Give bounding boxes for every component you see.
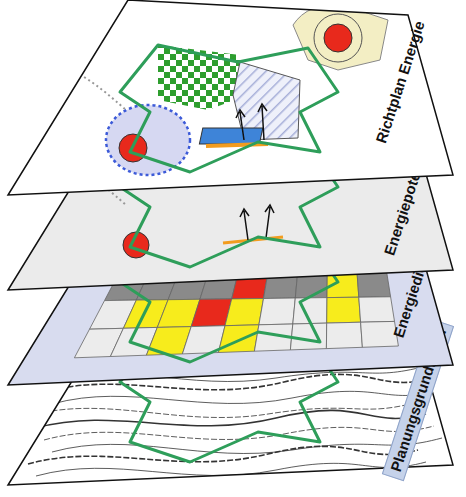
density-cell	[238, 245, 272, 272]
density-cell	[327, 297, 361, 323]
map-layer: Richtplan Energie	[8, 0, 458, 200]
density-cell	[135, 215, 176, 244]
density-cell	[273, 219, 303, 246]
solar-field	[199, 128, 262, 144]
density-cell	[290, 323, 326, 350]
density-cell	[359, 297, 395, 322]
contour-line	[28, 354, 418, 368]
layer-border	[8, 95, 453, 290]
contour-line	[36, 318, 426, 332]
density-cell	[209, 245, 245, 272]
density-cell	[268, 246, 300, 272]
density-cell	[259, 298, 295, 325]
layer-content	[48, 123, 340, 267]
dotted-line	[48, 155, 126, 205]
density-cell	[327, 247, 357, 273]
contour-line	[44, 426, 434, 440]
layer-content	[74, 215, 398, 362]
density-cell	[298, 246, 328, 272]
arrow	[240, 205, 274, 240]
density-cell	[190, 217, 226, 245]
contour-line	[52, 390, 442, 404]
density-cell	[300, 220, 328, 246]
layer-sheet	[8, 290, 453, 485]
solar-edge	[206, 144, 268, 146]
density-cell	[357, 272, 391, 297]
planning-perimeter	[120, 235, 338, 362]
planning-perimeter	[120, 45, 338, 172]
planning-perimeter	[120, 140, 338, 267]
layer-content	[28, 302, 442, 476]
density-cell	[353, 222, 382, 248]
layer-content	[48, 5, 388, 175]
density-cell	[326, 322, 362, 348]
density-cell	[217, 217, 251, 245]
density-cell	[355, 247, 387, 272]
density-cell	[232, 272, 268, 299]
heat-source	[316, 123, 340, 147]
hatched-zone	[233, 62, 300, 140]
zone-ring	[314, 14, 362, 62]
density-cell	[225, 299, 264, 326]
density-cell	[295, 272, 327, 298]
layer-sheet	[8, 0, 453, 195]
density-cell	[149, 244, 190, 272]
planning-perimeter	[120, 335, 338, 462]
layer-border	[8, 290, 453, 485]
contour-line	[52, 338, 442, 356]
density-cell	[179, 244, 217, 272]
contour-line	[52, 438, 442, 454]
layer-border	[8, 0, 453, 195]
contour-line	[36, 410, 426, 428]
contour-line	[36, 366, 426, 382]
layer-sheet	[8, 190, 453, 385]
arrow	[236, 104, 267, 140]
density-cell	[162, 216, 200, 245]
density-cell	[264, 272, 298, 298]
layer-sheet	[8, 95, 453, 290]
contour-line	[44, 374, 434, 392]
contour-line	[44, 330, 434, 346]
contour-line	[28, 302, 418, 320]
heat-zone	[293, 5, 388, 70]
layer-border	[8, 190, 453, 385]
density-cell	[245, 218, 277, 245]
density-cell	[120, 243, 163, 272]
heat-source	[324, 24, 352, 52]
density-cell	[328, 221, 356, 247]
contour-line	[28, 402, 418, 418]
